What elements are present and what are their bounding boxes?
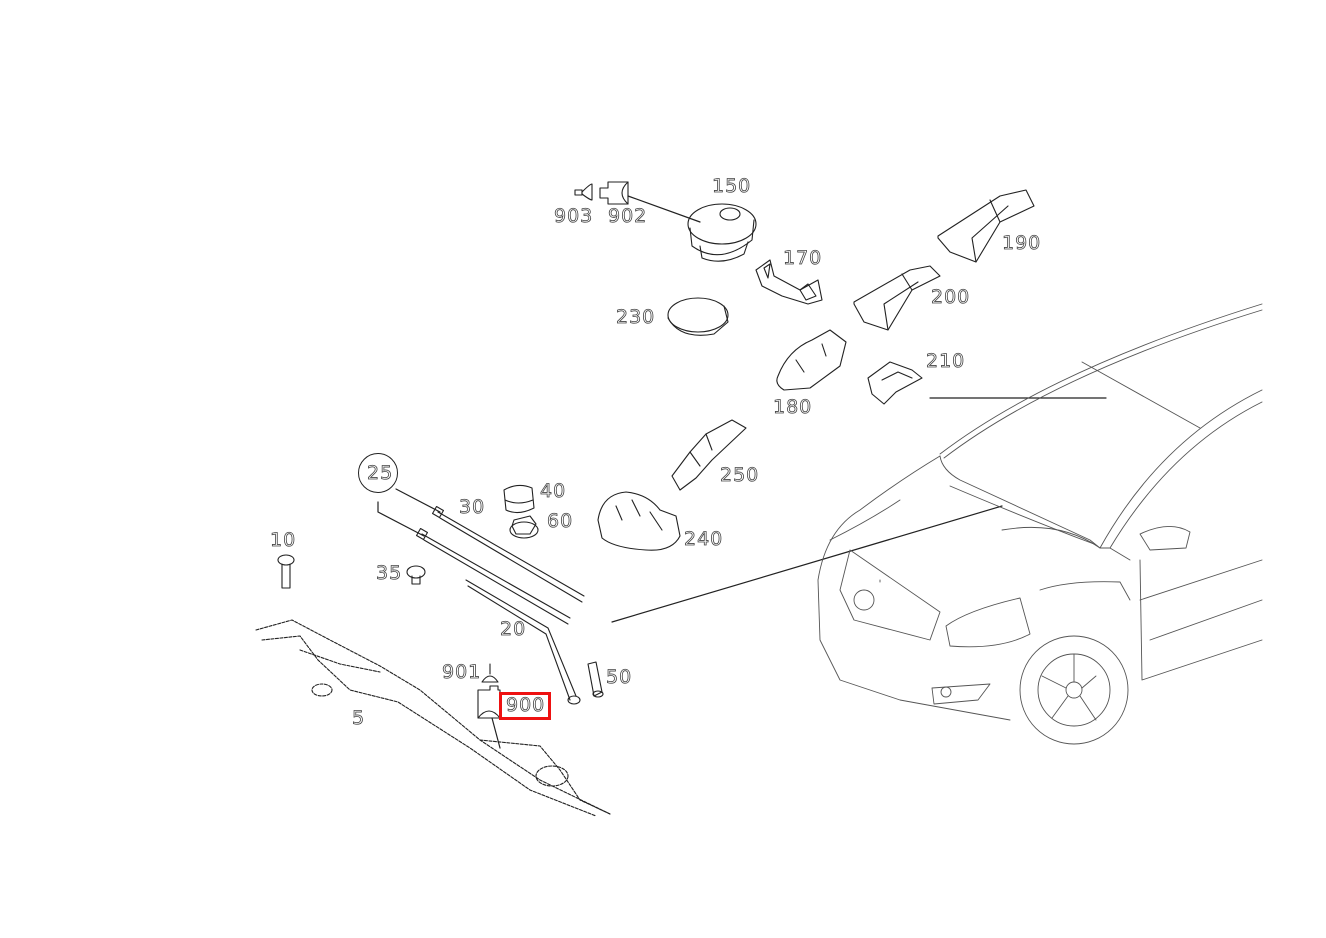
part-label-50[interactable]: 50 [606,666,633,688]
part-230-drawing [667,297,729,336]
leader-lines [377,195,1107,749]
part-10-drawing [277,554,295,589]
part-label-902[interactable]: 902 [608,205,648,227]
part-5-drawing [255,619,611,817]
part-label-40[interactable]: 40 [540,480,567,502]
part-label-10[interactable]: 10 [270,529,297,551]
part-60-drawing [509,515,539,539]
connector-903-icon [574,183,593,201]
part-150-drawing [687,203,757,262]
part-label-250[interactable]: 250 [720,464,760,486]
part-label-60[interactable]: 60 [547,510,574,532]
part-20-drawing [465,579,581,705]
part-240-drawing [597,491,681,551]
part-label-5[interactable]: 5 [352,707,366,729]
part-label-903[interactable]: 903 [554,205,594,227]
part-label-35[interactable]: 35 [376,562,403,584]
part-label-210[interactable]: 210 [926,350,966,372]
part-40-drawing [503,484,535,514]
part-label-180[interactable]: 180 [773,396,813,418]
part-label-240[interactable]: 240 [684,528,724,550]
connector-902-icon [599,181,629,205]
part-label-150[interactable]: 150 [712,175,752,197]
part-label-190[interactable]: 190 [1002,232,1042,254]
part-210-drawing [867,361,923,405]
part-30-drawing [431,505,585,603]
part-180-drawing [776,329,847,391]
part-50-drawing [587,661,604,698]
part-25-blade-drawing [415,527,571,625]
car-illustration [817,303,1263,745]
part-label-170[interactable]: 170 [783,247,823,269]
group-25-ring [358,453,398,493]
part-label-20[interactable]: 20 [500,618,527,640]
part-label-900-selected[interactable]: 900 [498,692,552,720]
connector-901-icon [481,663,499,683]
part-170-drawing [755,259,823,305]
part-35-drawing [406,565,426,585]
part-200-drawing [853,265,941,331]
part-label-30[interactable]: 30 [459,496,486,518]
part-250-drawing [671,419,747,491]
part-190-drawing [937,189,1035,263]
part-label-25[interactable]: 25 [367,462,394,484]
part-label-200[interactable]: 200 [931,286,971,308]
part-label-901[interactable]: 901 [442,661,482,683]
part-label-230[interactable]: 230 [616,306,656,328]
connector-900-icon [477,685,501,719]
